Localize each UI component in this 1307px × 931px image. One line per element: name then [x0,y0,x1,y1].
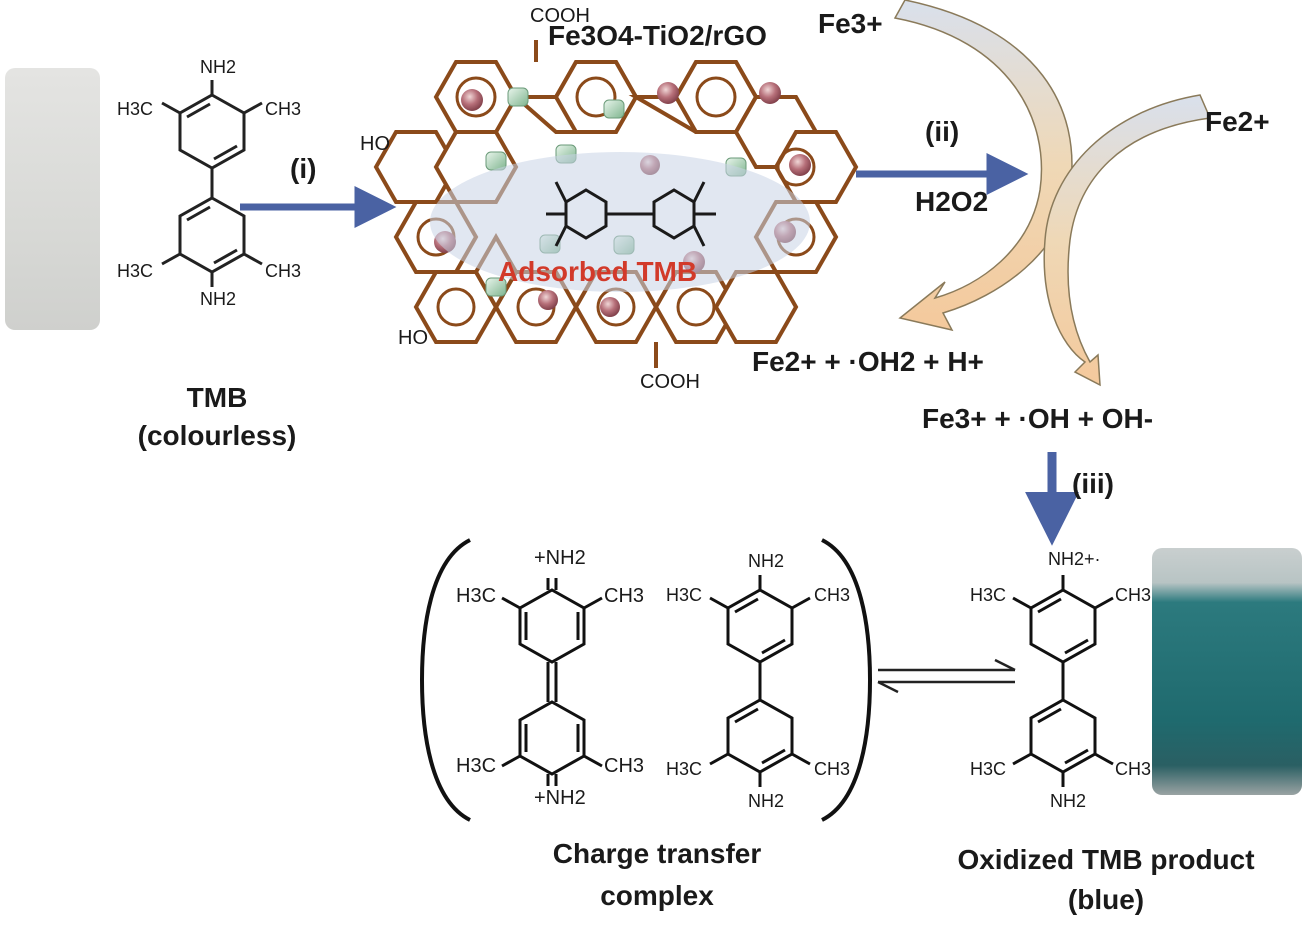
quinoid-diimine-structure [501,578,603,786]
complex-tmb-structure [709,575,811,787]
fenton-product-2: Fe3+ + ·OH + OH- [922,403,1154,434]
adsorbed-halo [430,152,810,292]
cooh-top: COOH [530,5,590,27]
step-i-label: (i) [290,153,317,184]
complex-tmb-nh2-bottom: NH2 [748,791,785,811]
ho-bottom: HO [398,327,428,349]
tmb-name: TMB [186,382,248,413]
complex-label-2: complex [600,880,714,911]
fenton-band-2 [1043,94,1212,387]
tmb-ch3-2: CH3 [265,261,302,281]
fenton-product-1: Fe2+ + ·OH2 + H+ [752,346,984,377]
blue-vial-image [1152,548,1302,795]
oxidized-ch3-1: CH3 [1115,585,1152,605]
fe2-right-label: Fe2+ [1205,106,1270,137]
fenton-band-1 [893,0,1073,332]
tmb-nh2-top: NH2 [200,57,237,77]
composite-title: Fe3O4-TiO2/rGO [548,20,767,51]
h2o2-label: H2O2 [915,186,989,217]
complex-h3c-2: H3C [456,755,497,777]
oxidized-nh2-radical: NH2+· [1048,549,1101,569]
complex-nh2plus-bottom: +NH2 [534,787,586,809]
complex-ch3-2: CH3 [604,755,645,777]
complex-tmb-ch3-2: CH3 [814,759,851,779]
oxidized-h3c-1: H3C [970,585,1007,605]
oxidized-label-1: Oxidized TMB product [957,844,1255,875]
equilibrium-arrows [877,658,1016,694]
tmb-colourless-note: (colourless) [137,420,297,451]
cooh-bottom: COOH [640,371,700,393]
oxidized-h3c-2: H3C [970,759,1007,779]
left-bracket [419,538,471,822]
ho-top: HO [360,133,390,155]
complex-ch3-1: CH3 [604,585,645,607]
complex-nh2plus-top: +NH2 [534,547,586,569]
complex-tmb-ch3-1: CH3 [814,585,851,605]
tmb-h3c-1: H3C [117,99,154,119]
complex-h3c-1: H3C [456,585,497,607]
tmb-structure [161,80,263,287]
complex-label-1: Charge transfer [552,838,762,869]
adsorbed-tmb-label: Adsorbed TMB [498,256,698,287]
oxidized-ch3-2: CH3 [1115,759,1152,779]
complex-tmb-nh2-top: NH2 [748,551,785,571]
tmb-h3c-2: H3C [117,261,154,281]
oxidized-nh2-bottom: NH2 [1050,791,1087,811]
right-bracket [821,538,873,822]
tmb-nh2-bottom: NH2 [200,289,237,309]
tmb-ch3-1: CH3 [265,99,302,119]
colourless-vial-image [5,68,100,330]
adsorbed-tmb-structure [546,181,716,247]
step-iii-label: (iii) [1072,468,1114,499]
oxidized-label-2: (blue) [1067,884,1145,915]
step-ii-label: (ii) [925,116,960,147]
complex-tmb-h3c-1: H3C [666,585,703,605]
oxidized-tmb-structure [1012,575,1114,787]
complex-tmb-h3c-2: H3C [666,759,703,779]
fe3-top-label: Fe3+ [818,8,883,39]
